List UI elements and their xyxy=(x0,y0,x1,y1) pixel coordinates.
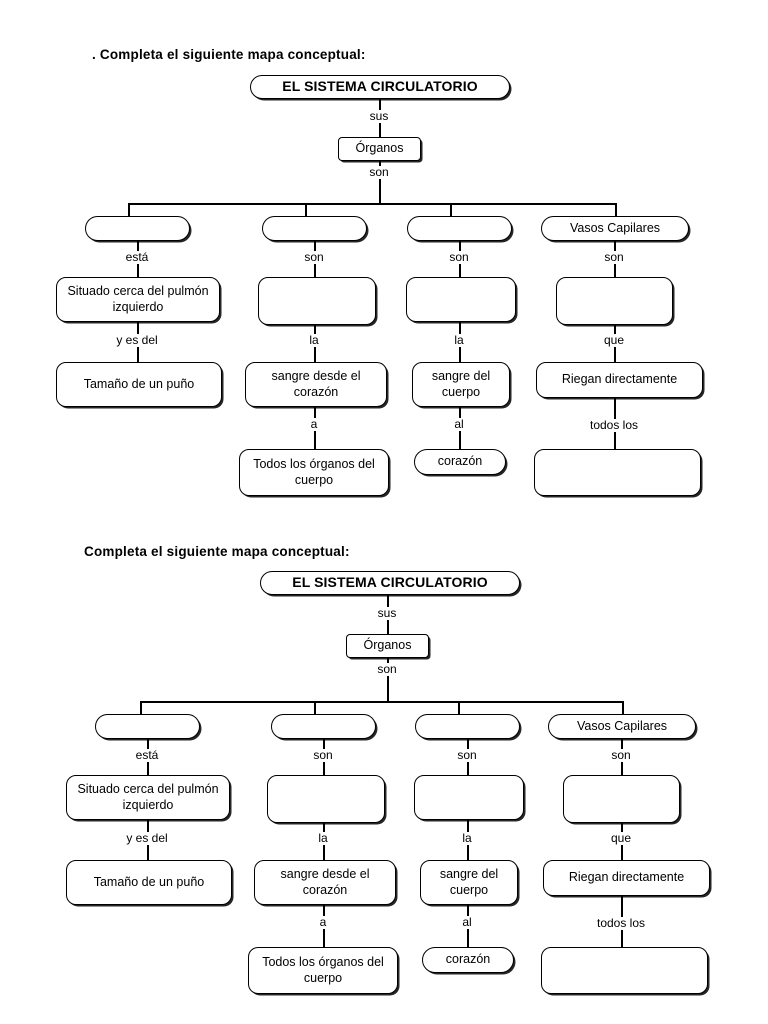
branch-mid-box-2 xyxy=(267,775,385,823)
organos-label: Órganos xyxy=(355,141,404,156)
branch-mid-label-1: Situado cerca del pulmón izquierdo xyxy=(77,782,219,812)
branch-top-label-4: Vasos Capilares xyxy=(576,718,668,733)
worksheet-heading: Completa el siguiente mapa conceptual: xyxy=(84,544,350,559)
link-label-col1-2: y es del xyxy=(112,831,182,846)
connector-bar-col1 xyxy=(128,203,130,218)
connector-bar-col2 xyxy=(305,203,307,218)
root-title-box: EL SISTEMA CIRCULATORIO xyxy=(250,75,510,99)
branch-bar xyxy=(128,203,617,205)
branch-leaf-label-4: Riegan directamente xyxy=(561,372,678,387)
branch-leaf-label-3: sangre del cuerpo xyxy=(439,867,499,897)
branch-leaf2-box-3: corazón xyxy=(414,449,506,475)
root-title-label: EL SISTEMA CIRCULATORIO xyxy=(292,574,488,591)
branch-bar xyxy=(140,701,623,703)
branch-leaf-box-1: Tamaño de un puño xyxy=(56,362,222,407)
link-label-col3-1: son xyxy=(437,748,497,763)
branch-leaf2-box-3: corazón xyxy=(422,947,514,973)
branch-leaf2-box-4 xyxy=(541,947,708,994)
connector-organos-branchbar xyxy=(379,161,381,203)
worksheet-heading: . Completa el siguiente mapa conceptual: xyxy=(92,47,366,62)
branch-leaf-box-3: sangre del cuerpo xyxy=(420,860,518,905)
root-title-label: EL SISTEMA CIRCULATORIO xyxy=(282,78,478,95)
link-label-col4-3: todos los xyxy=(585,916,657,931)
branch-leaf-box-2: sangre desde el corazón xyxy=(245,362,387,407)
branch-top-box-4: Vasos Capilares xyxy=(541,216,689,241)
branch-mid-box-4 xyxy=(556,277,673,325)
connector-bar-col4 xyxy=(615,203,617,218)
branch-leaf-label-3: sangre del cuerpo xyxy=(431,369,491,399)
branch-leaf-label-4: Riegan directamente xyxy=(568,870,685,885)
link-label-col2-1: son xyxy=(293,748,353,763)
branch-leaf-box-2: sangre desde el corazón xyxy=(254,860,396,905)
link-label-col4-1: son xyxy=(591,748,651,763)
branch-leaf2-label-3: corazón xyxy=(437,454,483,469)
branch-top-box-2 xyxy=(271,714,376,739)
link-label-col4-2: que xyxy=(589,333,639,348)
connector-bar-col1 xyxy=(140,701,142,716)
link-label-col1-1: está xyxy=(107,250,167,265)
link-label-col3-2: la xyxy=(442,831,492,846)
branch-top-box-3 xyxy=(407,216,512,241)
branch-mid-label-1: Situado cerca del pulmón izquierdo xyxy=(67,284,209,314)
organos-box: Órganos xyxy=(346,634,429,658)
connector-organos-branchbar xyxy=(387,658,389,701)
link-label-col1-2: y es del xyxy=(102,333,172,348)
branch-leaf2-label-2: Todos los órganos del cuerpo xyxy=(262,955,384,985)
branch-leaf-label-2: sangre desde el corazón xyxy=(271,369,361,399)
branch-top-box-1 xyxy=(95,714,200,739)
link-label-col2-1: son xyxy=(284,250,344,265)
branch-leaf2-box-2: Todos los órganos del cuerpo xyxy=(248,947,398,994)
worksheet-2: Completa el siguiente mapa conceptual: E… xyxy=(0,490,768,1024)
link-label-col3-3: al xyxy=(437,417,481,432)
branch-leaf-box-4: Riegan directamente xyxy=(543,860,710,896)
link-label-son-root: son xyxy=(349,165,409,180)
connector-bar-col4 xyxy=(622,701,624,716)
link-label-sus: sus xyxy=(357,606,417,621)
link-label-col3-2: la xyxy=(434,333,484,348)
branch-leaf-label-1: Tamaño de un puño xyxy=(93,874,205,889)
connector-bar-col3 xyxy=(450,203,452,218)
branch-leaf-box-4: Riegan directamente xyxy=(536,362,703,398)
branch-top-box-3 xyxy=(415,714,520,739)
link-label-col2-3: a xyxy=(301,915,345,930)
link-label-col2-3: a xyxy=(292,417,336,432)
branch-mid-box-3 xyxy=(406,277,516,322)
branch-leaf-box-1: Tamaño de un puño xyxy=(66,860,232,905)
root-title-box: EL SISTEMA CIRCULATORIO xyxy=(260,571,520,595)
link-label-col2-2: la xyxy=(289,333,339,348)
branch-leaf2-label-3: corazón xyxy=(445,952,491,967)
branch-top-label-4: Vasos Capilares xyxy=(569,220,661,235)
branch-top-box-2 xyxy=(262,216,367,241)
branch-mid-box-4 xyxy=(563,775,680,823)
connector-bar-col2 xyxy=(314,701,316,716)
link-label-col3-3: al xyxy=(445,915,489,930)
link-label-col3-1: son xyxy=(429,250,489,265)
link-label-son-root: son xyxy=(357,662,417,677)
branch-mid-box-3 xyxy=(414,775,524,820)
branch-top-box-1 xyxy=(85,216,190,241)
branch-mid-box-1: Situado cerca del pulmón izquierdo xyxy=(66,775,230,820)
link-label-sus: sus xyxy=(349,109,409,124)
branch-mid-box-1: Situado cerca del pulmón izquierdo xyxy=(56,277,220,322)
branch-mid-box-2 xyxy=(258,277,376,325)
link-label-col4-2: que xyxy=(596,831,646,846)
link-label-col2-2: la xyxy=(298,831,348,846)
branch-leaf-label-1: Tamaño de un puño xyxy=(83,376,195,391)
branch-leaf2-box-4 xyxy=(534,449,701,496)
organos-box: Órganos xyxy=(338,137,421,161)
link-label-col1-1: está xyxy=(117,748,177,763)
worksheet-1: . Completa el siguiente mapa conceptual:… xyxy=(56,47,703,496)
branch-top-box-4: Vasos Capilares xyxy=(548,714,696,739)
branch-leaf2-label-2: Todos los órganos del cuerpo xyxy=(253,457,375,487)
branch-leaf-box-3: sangre del cuerpo xyxy=(412,362,510,407)
branch-leaf2-box-2: Todos los órganos del cuerpo xyxy=(239,449,389,496)
organos-label: Órganos xyxy=(363,638,412,653)
link-label-col4-1: son xyxy=(584,250,644,265)
branch-leaf-label-2: sangre desde el corazón xyxy=(280,867,370,897)
link-label-col4-3: todos los xyxy=(578,418,650,433)
connector-bar-col3 xyxy=(458,701,460,716)
